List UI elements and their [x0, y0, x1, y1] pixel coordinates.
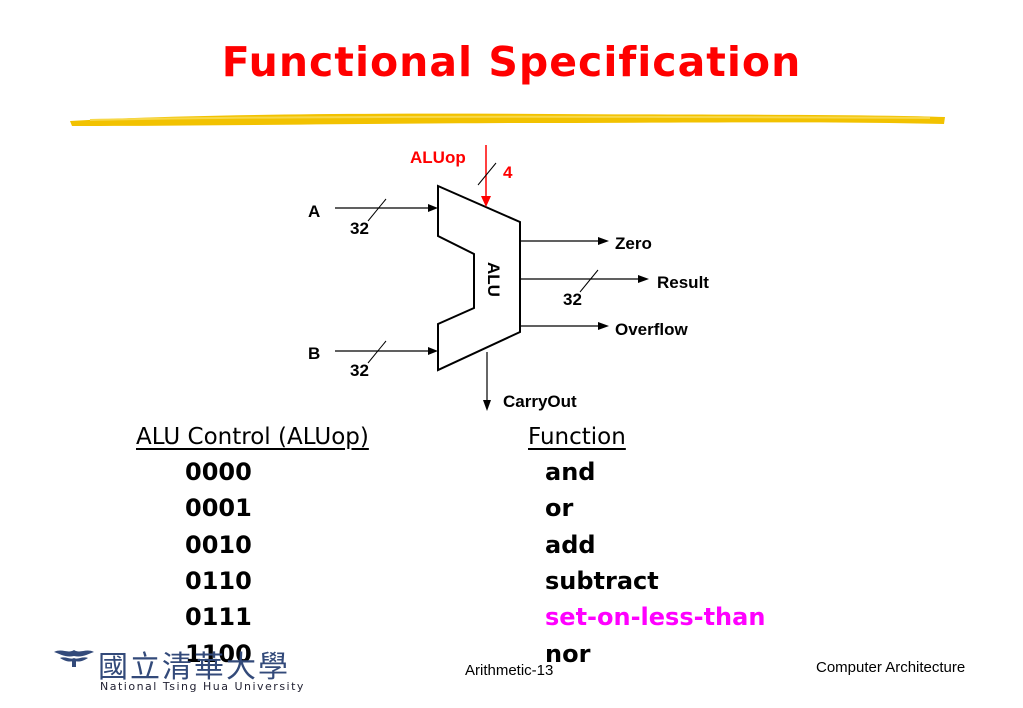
- aluop-width-label: 4: [503, 163, 513, 182]
- code-cell: 0111: [185, 603, 252, 631]
- function-header: Function: [528, 424, 626, 450]
- title-underline-bar: [70, 113, 945, 126]
- alu-label: ALU: [484, 262, 503, 297]
- code-cell: 0110: [185, 567, 252, 595]
- page-title: Functional Specification: [221, 38, 802, 86]
- page-number-label: Arithmetic-13: [465, 662, 554, 679]
- university-name-cn: 國立清華大學: [98, 650, 290, 685]
- code-cell: 0010: [185, 531, 252, 559]
- alu-diagram: ALU ALUop 4 A 32 B 32 Zero Result 32 Ove…: [308, 145, 709, 411]
- function-cell: nor: [545, 640, 591, 668]
- function-cell: or: [545, 494, 574, 522]
- output-result-label: Result: [657, 273, 709, 292]
- output-result-width-label: 32: [563, 290, 582, 309]
- alu-control-header: ALU Control (ALUop): [136, 424, 369, 450]
- output-zero-label: Zero: [615, 234, 652, 253]
- input-b-label: B: [308, 344, 320, 363]
- function-cell: subtract: [545, 567, 659, 595]
- function-cell: and: [545, 458, 596, 486]
- code-cell: 0001: [185, 494, 252, 522]
- output-carryout-label: CarryOut: [503, 392, 577, 411]
- input-b-width-label: 32: [350, 361, 369, 380]
- code-cell: 0000: [185, 458, 252, 486]
- aluop-label: ALUop: [410, 148, 466, 167]
- output-overflow-label: Overflow: [615, 320, 689, 339]
- input-a-label: A: [308, 202, 320, 221]
- university-emblem-icon: [54, 650, 94, 667]
- alu-shape: [437, 184, 521, 372]
- course-title-label: Computer Architecture: [816, 659, 966, 676]
- input-a-width-label: 32: [350, 219, 369, 238]
- university-name-en: National Tsing Hua University: [100, 680, 305, 693]
- code-cell: 1100: [185, 640, 252, 668]
- function-cell-highlight: set-on-less-than: [545, 603, 766, 631]
- function-cell: add: [545, 531, 596, 559]
